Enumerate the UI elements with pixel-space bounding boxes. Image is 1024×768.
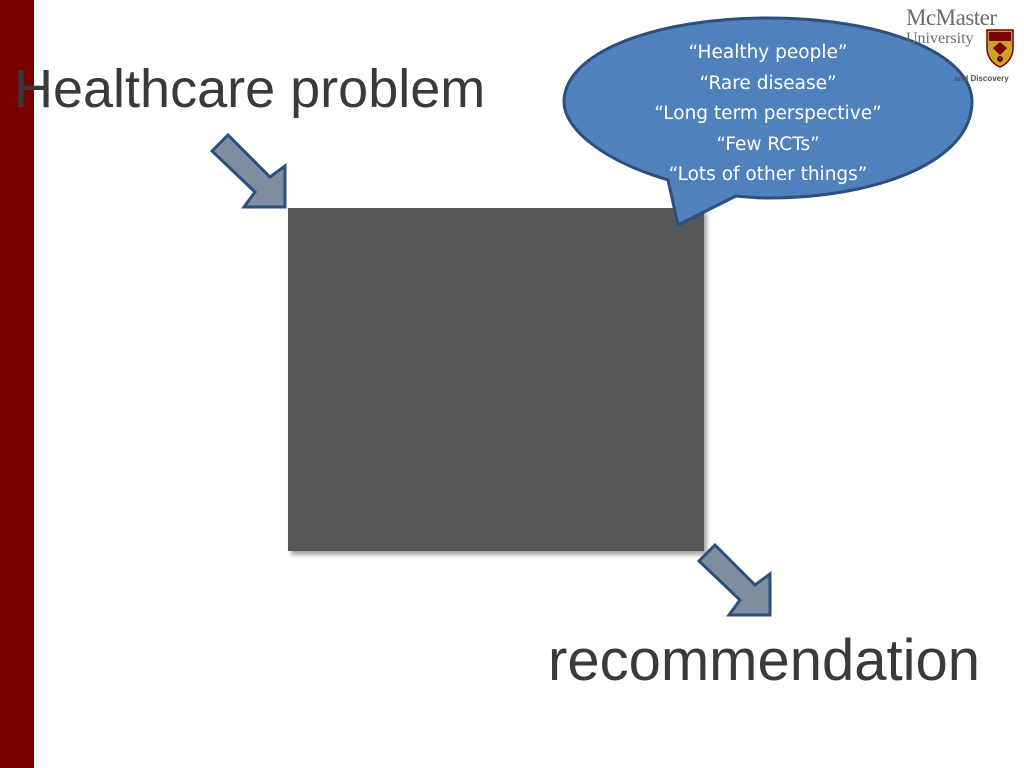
logo-tagline: and Discovery [954,74,1009,83]
bubble-text: “Healthy people” “Rare disease” “Long te… [566,38,970,191]
bubble-line: “Healthy people” [688,42,848,63]
logo-subname: University [906,30,974,47]
down-right-arrow-icon [209,132,287,209]
down-right-arrow-icon [696,542,772,617]
bubble-line: “Lots of other things” [668,164,868,185]
bubble-line: “Few RCTs” [716,133,820,155]
bubble-line: “Rare disease” [699,72,837,94]
speech-bubble [562,16,974,228]
bubble-line: “Long term perspective” [654,103,882,124]
recommendation-label: recommendation [548,628,980,693]
slide-title: Healthcare problem [14,59,486,119]
logo-name: McMaster [906,5,997,30]
left-accent-bar [0,0,34,768]
black-box [288,208,704,551]
mcmaster-crest-icon [986,29,1014,68]
